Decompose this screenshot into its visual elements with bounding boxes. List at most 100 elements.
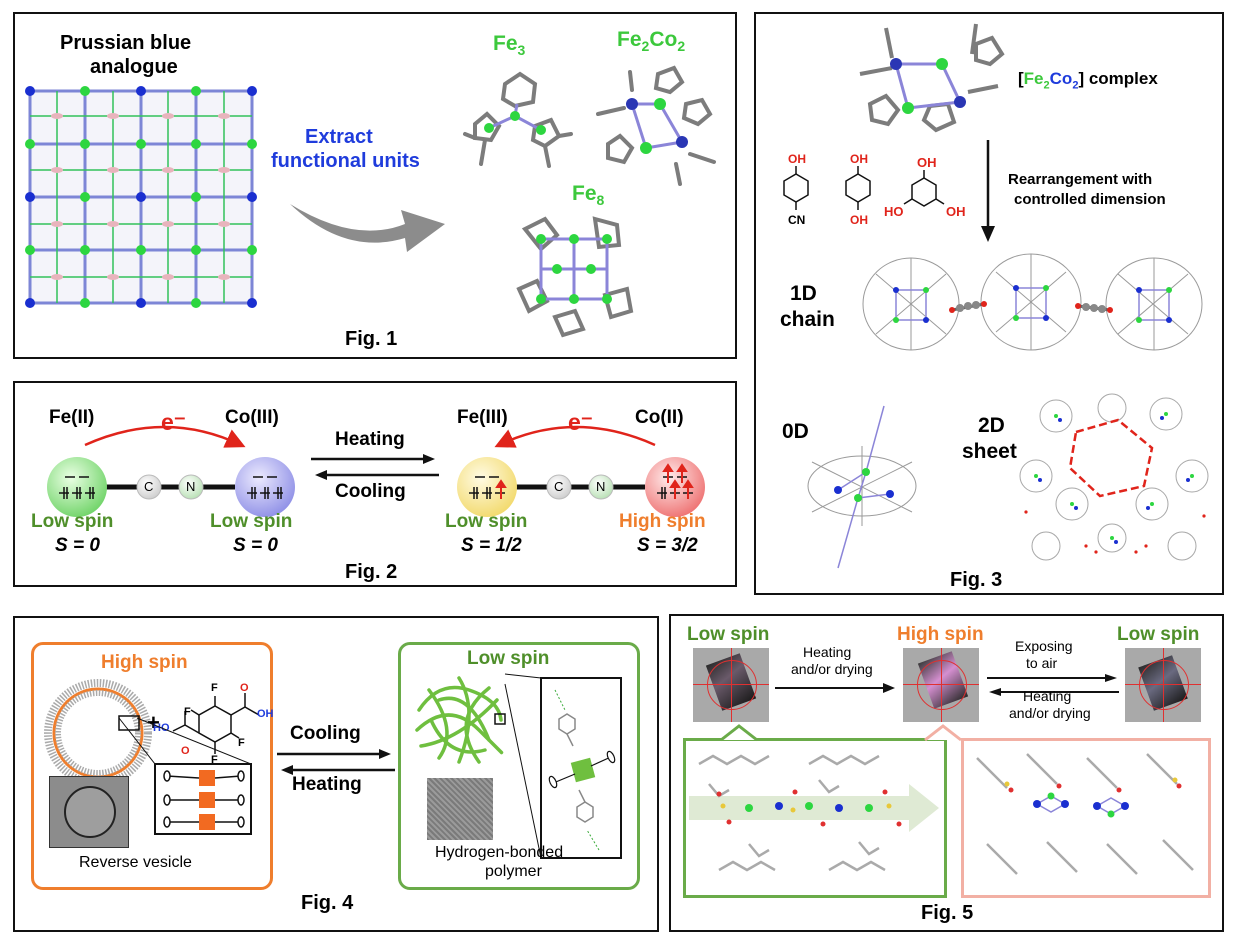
- fig5-low-spin-left: Low spin: [687, 624, 770, 645]
- co2-ox-label: Co(II): [635, 407, 684, 428]
- high-spin-pointer: [924, 724, 962, 742]
- oh-linker2-bottom: OH: [850, 213, 868, 227]
- crystal-photo-middle: [903, 648, 979, 722]
- polymer-micrograph: [427, 778, 493, 840]
- oh-linker2-top: OH: [850, 152, 868, 166]
- plus-sign: +: [147, 710, 160, 735]
- low-spin-packing-structure: [689, 754, 939, 872]
- o-bottom: O: [181, 745, 190, 757]
- fig5-high-spin: High spin: [897, 624, 984, 645]
- extract-label-line1: Extract: [305, 126, 373, 148]
- expose-line2: to air: [1026, 655, 1058, 671]
- expose-line1: Exposing: [1015, 638, 1073, 654]
- electron-left: e⁻: [161, 409, 186, 435]
- right-redox-pair: [457, 425, 705, 517]
- fe3-ox-label: Fe(III): [457, 407, 508, 428]
- high-spin-co2: High spin: [619, 511, 706, 532]
- cn-linker1: CN: [788, 213, 806, 227]
- n-atom-right: N: [596, 479, 606, 494]
- vesicle-micrograph: [49, 776, 129, 848]
- heat-dry-line1: Heating: [803, 644, 852, 660]
- fig4-heating: Heating: [292, 774, 362, 795]
- prussian-blue-lattice: [25, 86, 257, 308]
- oh-linker3-top: OH: [917, 155, 937, 170]
- chain-label-line2: chain: [780, 308, 835, 331]
- tetrafluoroterephthalic-acid: [172, 693, 260, 754]
- fig3-caption: Fig. 3: [950, 569, 1003, 591]
- fe8-molecule: [516, 216, 634, 338]
- pba-label-line1: Prussian blue: [60, 32, 192, 54]
- s-fe2: S = 0: [55, 535, 100, 556]
- f-bottom: F: [211, 754, 218, 766]
- s-co2: S = 3/2: [637, 535, 698, 556]
- f-right: F: [238, 737, 245, 749]
- heat-dry2-line1: Heating: [1023, 688, 1072, 704]
- fig1-caption: Fig. 1: [345, 328, 398, 350]
- fig4-equilibrium-arrows: [277, 749, 395, 775]
- f-left: F: [184, 706, 191, 718]
- fig4-caption: Fig. 4: [301, 892, 354, 914]
- fig5-equilibrium-arrows: [987, 674, 1119, 696]
- fig5-low-spin-right: Low spin: [1117, 624, 1200, 645]
- c-atom-left: C: [144, 479, 154, 494]
- reverse-vesicle-label: Reverse vesicle: [79, 854, 192, 871]
- 1d-chain-structure: [862, 253, 1203, 351]
- oh-label: OH: [257, 708, 274, 720]
- electron-right: e⁻: [568, 409, 593, 435]
- low-spin-fe2: Low spin: [31, 511, 114, 532]
- crystal-photo-left: [693, 648, 769, 722]
- fig5-panel: Low spin High spin Low spin Heating and/…: [669, 614, 1224, 932]
- c-atom-right: C: [554, 479, 564, 494]
- n-atom-left: N: [186, 479, 196, 494]
- fig3-panel: [Fe2Co2] complex OH CN OH OH OH HO OH Re…: [754, 12, 1224, 595]
- fe2co2-complex-label: [Fe2Co2] complex: [1018, 69, 1158, 92]
- fig4-panel: High spin + F F F F O O HO OH Reverse: [13, 616, 659, 932]
- 0d-structure: [807, 405, 917, 569]
- fe2co2-molecule: [596, 65, 716, 186]
- high-spin-box: [31, 642, 273, 890]
- heat-dry-line2: and/or drying: [791, 661, 873, 677]
- fig4-low-spin: Low spin: [467, 648, 550, 669]
- fig4-cooling: Cooling: [290, 723, 361, 744]
- bilayer-inset: [118, 717, 252, 835]
- fe2co2-label: Fe2Co2: [617, 28, 686, 55]
- ho-linker3: HO: [884, 204, 904, 219]
- chain-label-line1: 1D: [790, 282, 817, 305]
- equilibrium-arrows: [311, 454, 439, 480]
- extract-label-line2: functional units: [271, 150, 420, 172]
- s-fe3: S = 1/2: [461, 535, 522, 556]
- low-spin-fe3: Low spin: [445, 511, 528, 532]
- fig5-caption: Fig. 5: [921, 902, 974, 924]
- polymer-label-line1: Hydrogen-bonded: [435, 844, 564, 861]
- high-spin-packing-structure: [976, 753, 1194, 875]
- cooling-label: Cooling: [335, 481, 406, 502]
- 2d-sheet-structure: [1019, 393, 1209, 561]
- low-spin-pointer: [720, 724, 758, 742]
- high-spin-packing-box: [961, 738, 1211, 898]
- oh-linker1: OH: [788, 152, 806, 166]
- linker-molecules: [783, 166, 945, 210]
- left-redox-pair: [47, 425, 295, 517]
- polymer-label-line2: polymer: [485, 863, 542, 880]
- pba-label-line2: analogue: [90, 56, 178, 78]
- sheet-label-line2: sheet: [962, 440, 1017, 463]
- rearrangement-arrow: [981, 140, 995, 242]
- fig1-panel: Prussian blue analogue: [13, 12, 737, 359]
- fe8-label: Fe8: [572, 182, 605, 209]
- rearrangement-line1: Rearrangement with: [1008, 171, 1153, 188]
- heating-label: Heating: [335, 429, 405, 450]
- f-top: F: [211, 682, 218, 694]
- low-spin-co3: Low spin: [210, 511, 293, 532]
- o-top: O: [240, 682, 249, 694]
- oh-linker3-right: OH: [946, 204, 966, 219]
- low-spin-box: [398, 642, 640, 890]
- polymer-network-drawing: [415, 676, 506, 764]
- fe2-label: Fe(II): [49, 407, 95, 428]
- fe2co2-complex-structure: [859, 23, 1005, 133]
- co3-label: Co(III): [225, 407, 279, 428]
- heat-dry2-line2: and/or drying: [1009, 705, 1091, 721]
- rearrangement-line2: controlled dimension: [1014, 191, 1166, 208]
- fig2-panel: Fe(II) Co(III) e⁻ C N Heating Cooling: [13, 381, 737, 587]
- fe3-label: Fe3: [493, 32, 526, 59]
- fe3-molecule: [463, 71, 573, 168]
